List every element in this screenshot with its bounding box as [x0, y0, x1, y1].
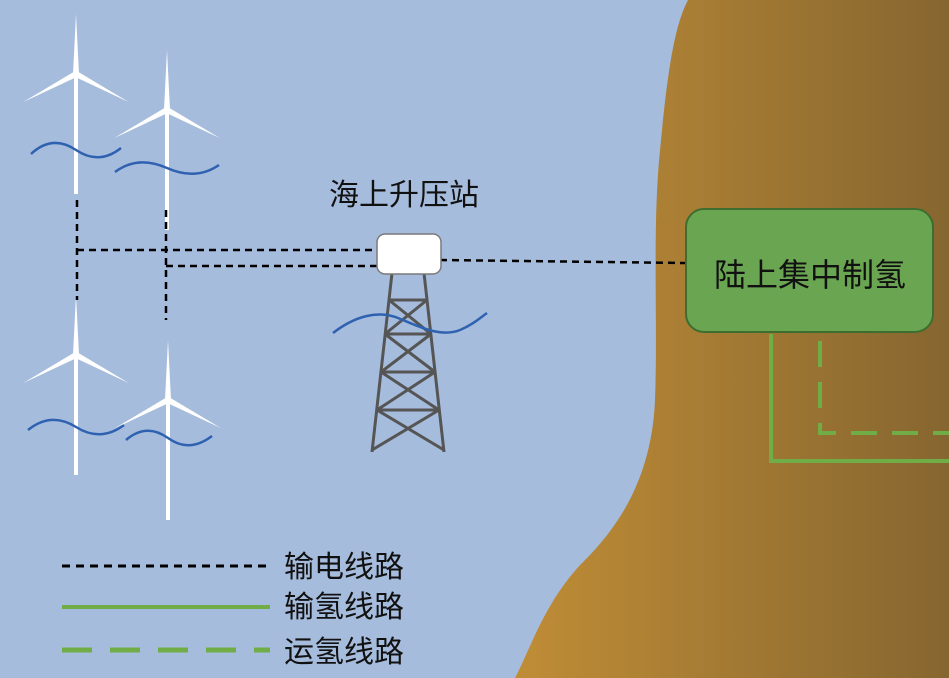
wave-icon — [125, 429, 213, 447]
wave-icon — [30, 141, 122, 159]
onshore-plant-box — [685, 208, 934, 333]
wind-turbine-icon — [19, 12, 133, 196]
land-coast — [515, 0, 949, 678]
wind-turbine-icon — [19, 293, 133, 477]
onshore-plant-label: 陆上集中制氢 — [714, 256, 906, 294]
wave-icon — [332, 311, 488, 334]
wind-turbine-icon — [111, 338, 225, 522]
legend-hydrogen-pipeline-label: 输氢线路 — [284, 590, 404, 625]
hydrogen-transport-line — [818, 341, 949, 435]
wave-icon — [27, 418, 125, 436]
legend-hydrogen-transport-label: 运氢线路 — [284, 635, 404, 670]
wind-turbine-icon — [110, 48, 224, 232]
substation-label: 海上升压站 — [329, 178, 479, 213]
substation-platform-icon — [332, 233, 488, 453]
legend: 输电线路 输氢线路 运氢线路 — [62, 550, 404, 670]
hydrogen-pipeline — [769, 334, 949, 463]
wave-icon — [114, 161, 220, 175]
power-lines — [75, 200, 686, 320]
legend-power-line-label: 输电线路 — [284, 550, 404, 585]
